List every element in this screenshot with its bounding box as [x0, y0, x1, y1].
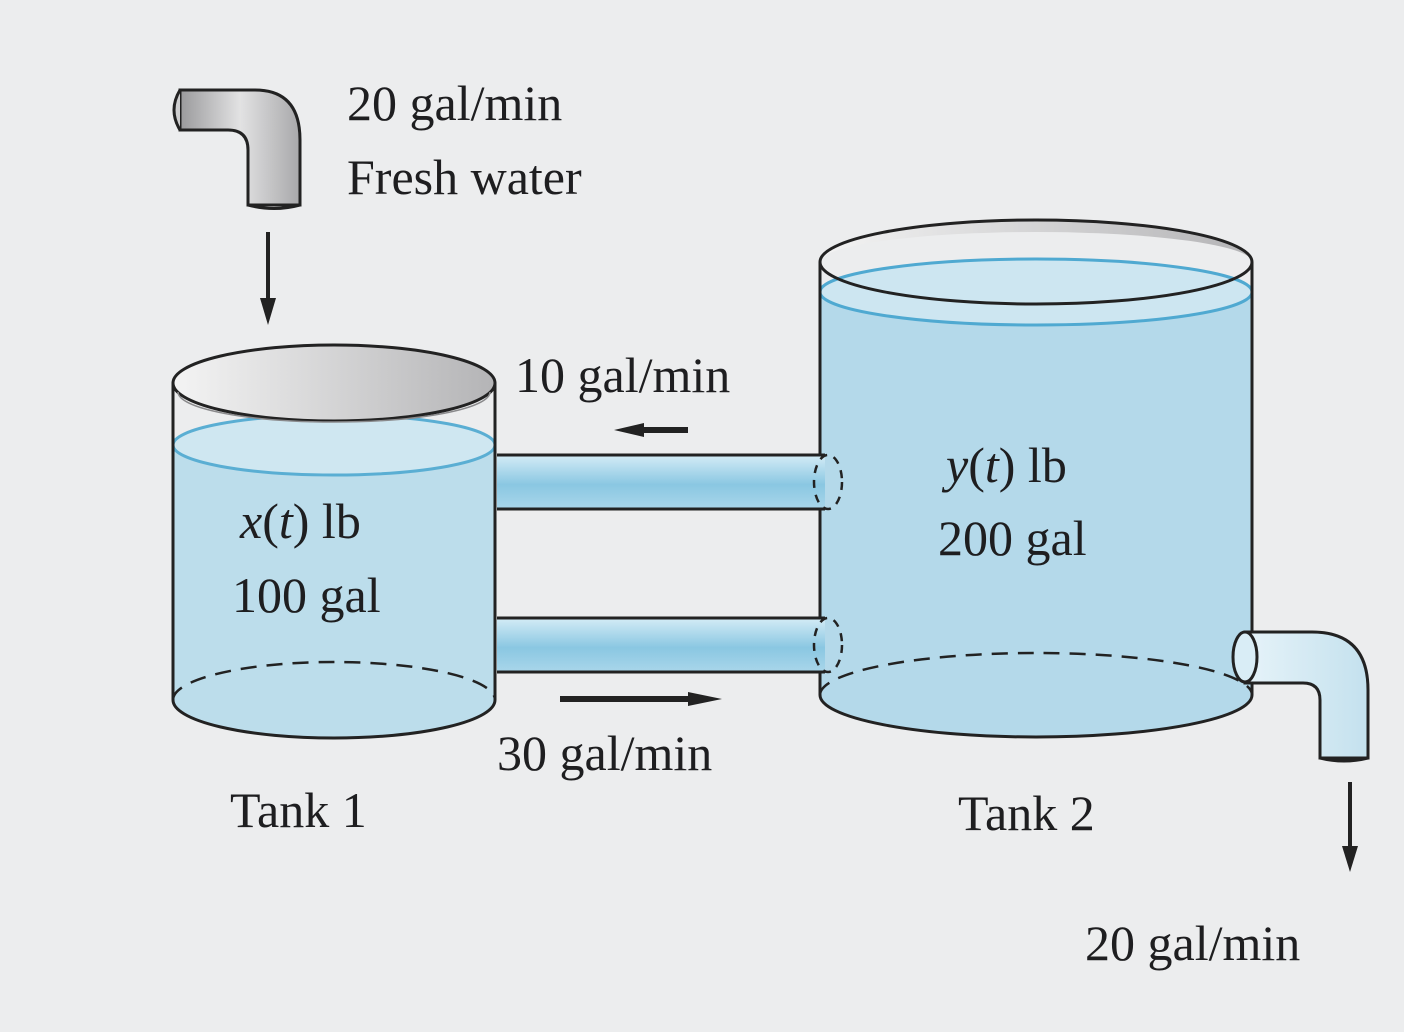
- drain-pipe-icon: [1231, 630, 1370, 763]
- upper-pipe: [497, 453, 844, 511]
- tank-2-amount-label: y(t) lb: [946, 437, 1067, 493]
- tank-1-volume-label: 100 gal: [232, 567, 381, 623]
- faucet-pipe-icon: [172, 88, 302, 210]
- lower-pipe-rate-label: 30 gal/min: [497, 725, 713, 781]
- outflow-rate-label: 20 gal/min: [1085, 915, 1301, 971]
- tank-2-bottom-hidden: [818, 651, 1254, 696]
- inflow-rate-label: 20 gal/min: [347, 75, 563, 131]
- right-arrow-icon: [560, 692, 722, 706]
- tank-1-bottom: [171, 699, 497, 740]
- down-arrow-icon: [1342, 782, 1358, 872]
- tank-2-bottom: [818, 694, 1254, 739]
- inflow-description-label: Fresh water: [347, 149, 582, 205]
- lower-pipe: [497, 616, 844, 674]
- tank-1-water-surface: [171, 413, 497, 477]
- tank-1-amount-label: x(t) lb: [240, 493, 361, 549]
- tank-1-argument: t: [278, 493, 293, 549]
- tank-2-caption: Tank 2: [958, 785, 1095, 841]
- down-arrow-icon: [260, 232, 276, 325]
- lower-pipe-opening: [812, 616, 844, 674]
- tank-2-variable: y: [946, 437, 969, 493]
- tank-1-bottom-hidden: [171, 660, 497, 701]
- upper-pipe-rate-label: 10 gal/min: [515, 347, 731, 403]
- tank-1-variable: x: [240, 493, 263, 549]
- tank-2-unit: lb: [1027, 437, 1067, 493]
- tank-2-volume-label: 200 gal: [938, 510, 1087, 566]
- tank-2: [818, 218, 1254, 739]
- tank-1-unit: lb: [321, 493, 361, 549]
- tank-2-water: [820, 292, 1252, 737]
- tank-1-inner-wall: [177, 391, 491, 423]
- tank-1-caption: Tank 1: [230, 782, 367, 838]
- upper-pipe-opening: [812, 453, 844, 511]
- tank-1-water: [173, 445, 495, 738]
- tank-2-rim-back: [820, 220, 1252, 262]
- tank-1: [171, 343, 497, 740]
- left-arrow-icon: [614, 423, 688, 437]
- tank-2-argument: t: [984, 437, 999, 493]
- tank-1-rim: [171, 343, 497, 423]
